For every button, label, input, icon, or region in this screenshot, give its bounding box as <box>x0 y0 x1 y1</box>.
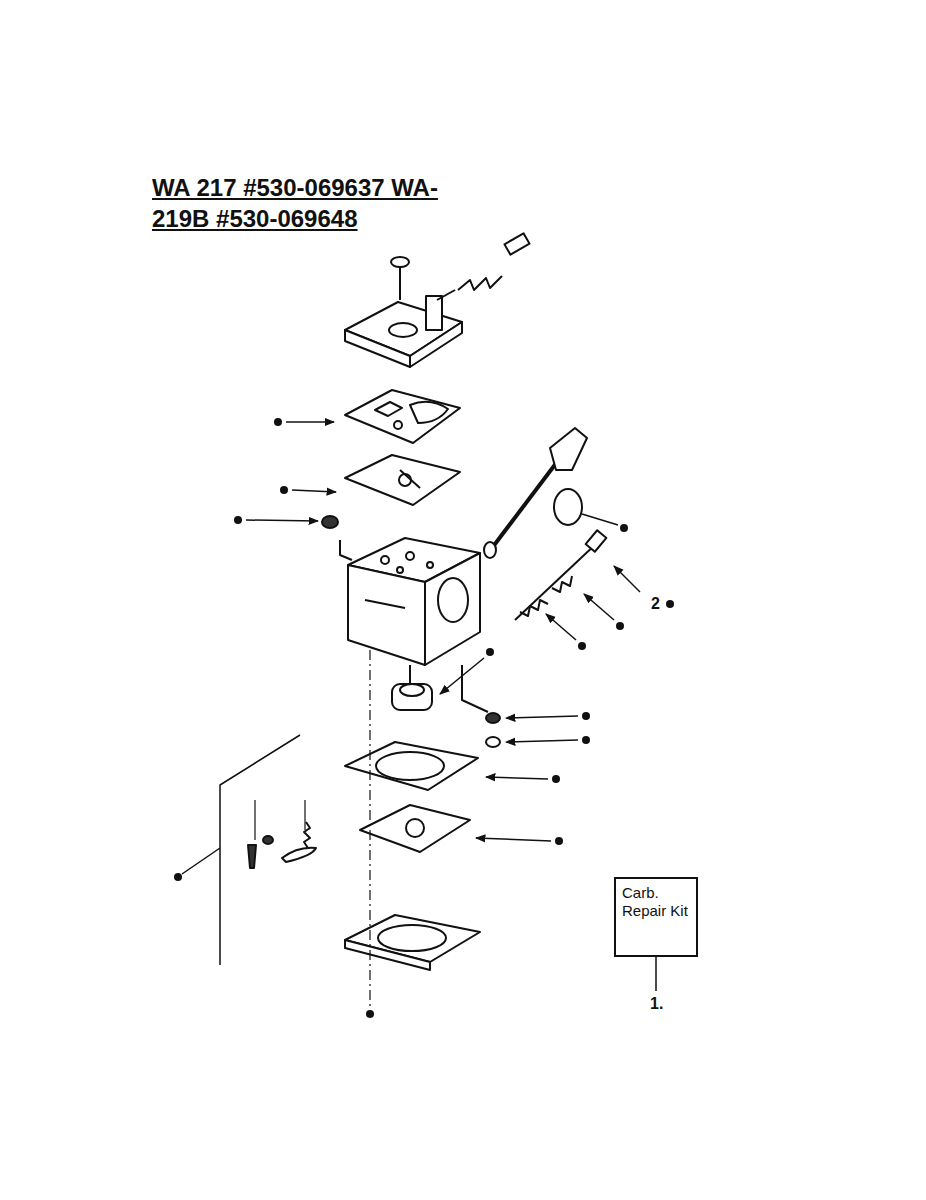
callout-dot <box>582 712 590 720</box>
callout-dot <box>280 486 288 494</box>
cover-boss-arm <box>437 290 455 300</box>
diaphragm-plate <box>406 819 424 837</box>
callout-arrow <box>506 740 578 742</box>
adjust-screw <box>504 233 529 254</box>
callout-number: 1. <box>650 995 663 1013</box>
body-front <box>348 565 425 665</box>
throttle-shaft <box>492 458 560 548</box>
callout-dot <box>616 622 624 630</box>
callout-arrow <box>292 490 336 492</box>
swivel-top <box>400 684 424 696</box>
kit-label: Carb. Repair Kit <box>622 884 690 920</box>
diaphragm <box>360 805 470 852</box>
center-line <box>369 650 370 1008</box>
bracket-line <box>254 800 255 840</box>
gasket-hole <box>394 421 402 429</box>
body-hole <box>427 562 433 568</box>
callout-arrows <box>182 422 640 874</box>
screw-shaft <box>399 267 401 300</box>
gasket-cutout <box>375 402 402 416</box>
cover-boss <box>426 296 442 330</box>
spring <box>304 822 310 848</box>
needle <box>515 542 598 620</box>
kit-box: Carb. Repair Kit <box>614 877 698 957</box>
callout-arrow <box>440 658 484 694</box>
callout-arrow <box>246 520 318 521</box>
callout-dot <box>366 1010 374 1018</box>
venturi <box>438 578 468 622</box>
bracket <box>220 735 300 965</box>
leader-line <box>182 848 220 874</box>
diaphragm-flap <box>400 470 420 488</box>
callout-dot <box>486 648 494 656</box>
body-side <box>425 553 480 665</box>
gasket <box>345 742 478 790</box>
callout-dot <box>666 600 674 608</box>
diaphragm <box>345 455 460 505</box>
collar <box>484 542 496 558</box>
callout-arrow <box>486 777 548 779</box>
callout-dot <box>174 873 182 881</box>
callout-arrow <box>506 716 578 718</box>
pin <box>263 836 273 844</box>
callout-dot <box>234 516 242 524</box>
body-hole <box>397 567 403 573</box>
spring <box>458 276 502 290</box>
needle-screw <box>586 530 607 552</box>
swivel <box>392 684 432 710</box>
callout-dot <box>552 775 560 783</box>
callout-arrow <box>614 566 640 592</box>
inlet-needle <box>248 845 256 868</box>
spring <box>520 600 548 616</box>
title: WA 217 #530-069637 WA-219B #530-069648 <box>152 172 452 234</box>
bottom-cover <box>345 915 480 962</box>
callout-dot <box>555 837 563 845</box>
leader-line <box>655 957 657 991</box>
callout-arrow <box>546 614 576 640</box>
throttle-plate <box>554 489 582 525</box>
callout-arrow <box>286 421 334 423</box>
callout-dot <box>620 524 628 532</box>
washer <box>486 737 500 747</box>
callout-arrow <box>584 594 614 620</box>
callout-arrow <box>476 838 551 841</box>
gasket <box>345 390 460 443</box>
body-hole <box>406 552 414 560</box>
check-valve <box>486 713 500 723</box>
screw-head <box>391 257 409 267</box>
callout-dot <box>582 736 590 744</box>
parts <box>220 233 606 1008</box>
gasket-opening <box>376 752 444 780</box>
callout-dot <box>274 418 282 426</box>
leader-line <box>582 514 618 525</box>
callout-number: 2 <box>651 595 660 613</box>
lever <box>282 848 316 862</box>
body-detail <box>365 600 405 608</box>
bracket-line <box>304 800 305 830</box>
spring <box>552 576 572 592</box>
callout-dots <box>174 418 674 1018</box>
callout-dot <box>578 642 586 650</box>
cover-opening <box>378 925 446 951</box>
body-hole <box>381 556 389 564</box>
throttle-lever <box>550 428 587 470</box>
cover-hole <box>389 323 417 337</box>
leader-line <box>340 540 352 560</box>
plug <box>322 516 338 528</box>
gasket-cutout <box>410 402 448 423</box>
top-cover-side <box>345 330 410 367</box>
leader-line <box>409 665 411 684</box>
bottom-cover-side <box>345 940 430 970</box>
